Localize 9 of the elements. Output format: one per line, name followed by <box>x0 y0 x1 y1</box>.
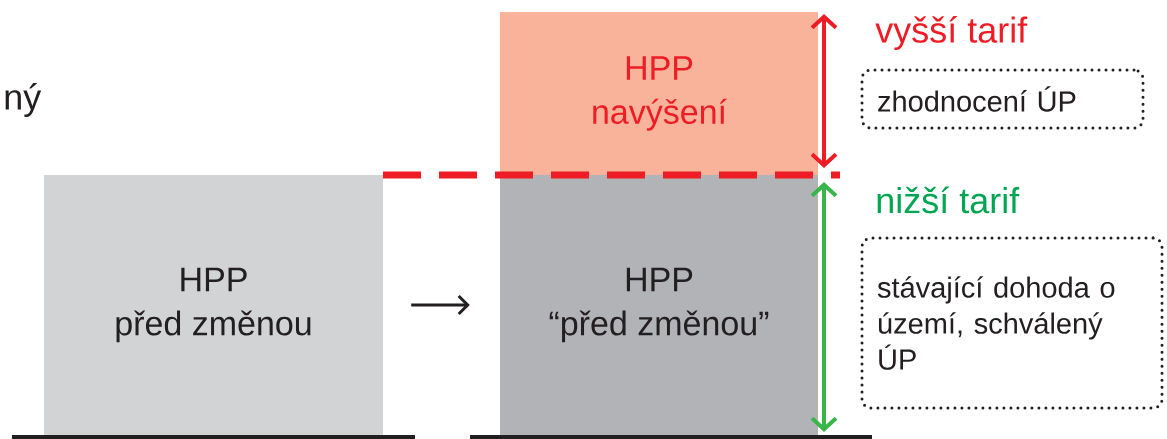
bar-block: HPP navýšení <box>500 12 818 175</box>
bar-block: HPP “před změnou” <box>500 175 818 435</box>
tariff-label: nižší tarif <box>877 186 1020 214</box>
cut-text: ný <box>5 83 42 117</box>
arrow <box>411 294 470 316</box>
bar-block: HPP před změnou <box>44 175 383 435</box>
note-box: stávající dohoda o území, schválený ÚP <box>860 236 1164 410</box>
note-box: zhodnocení ÚP <box>860 68 1145 130</box>
tariff-label: vyšší tarif <box>875 16 1028 50</box>
